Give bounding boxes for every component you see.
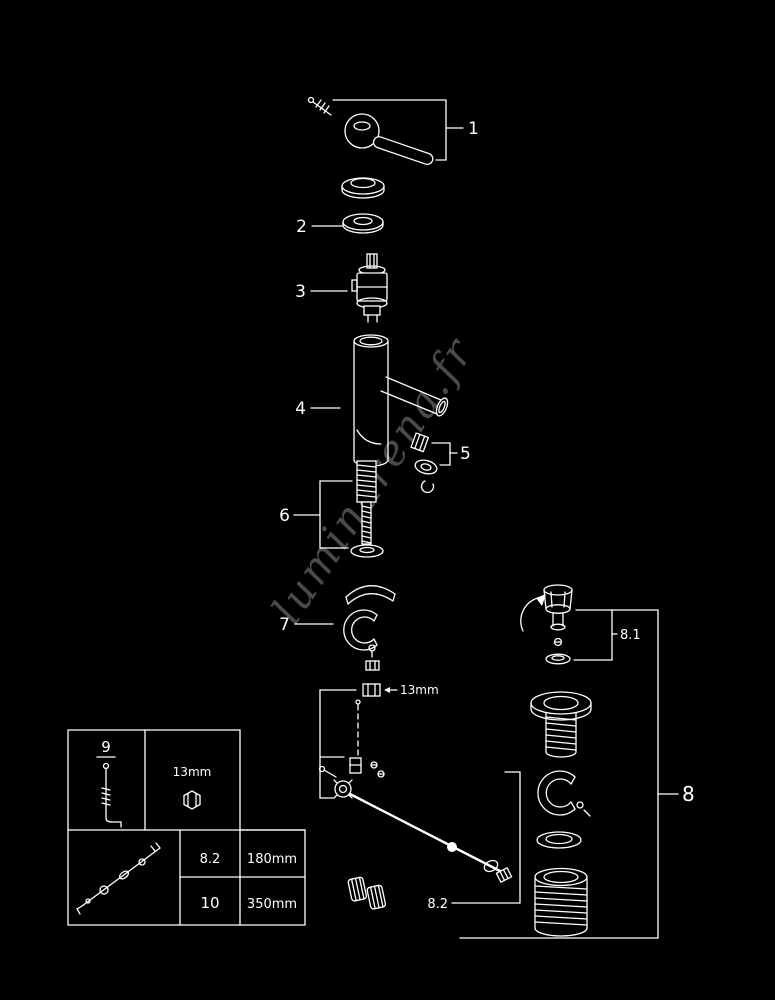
mounting-nuts [362, 660, 381, 697]
callout-8-1: 8.1 [573, 609, 641, 661]
mounting-clamp [343, 585, 396, 658]
callout-2: 2 [296, 217, 343, 237]
drain-flange [530, 691, 592, 758]
callout-5: 5 [431, 442, 471, 466]
callout-4: 4 [295, 399, 341, 419]
callout-8-2: 8.2 [427, 771, 521, 912]
mounting-shank [350, 460, 384, 558]
part4-label: 4 [295, 399, 306, 419]
part8-label: 8 [682, 782, 695, 806]
drain-plug [520, 584, 573, 665]
part3-label: 3 [295, 282, 306, 302]
part2-label: 2 [296, 217, 307, 237]
callout-1: 1 [332, 99, 479, 161]
callout-6: 6 [279, 480, 353, 549]
handle-assembly [307, 96, 434, 166]
part9-label: 9 [101, 738, 111, 756]
part7-label: 7 [279, 615, 290, 635]
part10-rod-drawing [76, 842, 161, 915]
cartridge [351, 253, 388, 323]
nut-size-label: 13mm [400, 683, 439, 697]
part8-1-label: 8.1 [620, 628, 641, 643]
part1-label: 1 [468, 119, 479, 139]
table-row2-ref: 10 [200, 894, 219, 912]
callout-8: 8 [459, 609, 695, 939]
table-row1-ref: 8.2 [200, 852, 221, 867]
artwork: 1 2 [67, 96, 695, 939]
trim-rings [341, 177, 385, 234]
drain-clamp [537, 770, 591, 817]
part9-rod-drawing [101, 762, 122, 828]
spout-parts [410, 432, 438, 494]
part8-2-label: 8.2 [427, 897, 448, 912]
callout-13mm: 13mm [384, 683, 439, 697]
leader-bracket-left [319, 689, 357, 799]
drain-body [534, 867, 588, 937]
legend-table: 9 13mm [67, 729, 306, 926]
table-row2-length: 350mm [247, 897, 297, 912]
callout-3: 3 [295, 282, 348, 302]
callout-7: 7 [279, 615, 334, 635]
table-nut-size-label: 13mm [173, 765, 212, 779]
lift-rod [355, 699, 361, 758]
popup-rod-assembly [318, 757, 513, 910]
hex-nut-icon [183, 790, 201, 810]
drain-washer [536, 831, 582, 849]
part5-label: 5 [460, 444, 471, 464]
part6-label: 6 [279, 506, 290, 526]
table-row1-length: 180mm [247, 852, 297, 867]
